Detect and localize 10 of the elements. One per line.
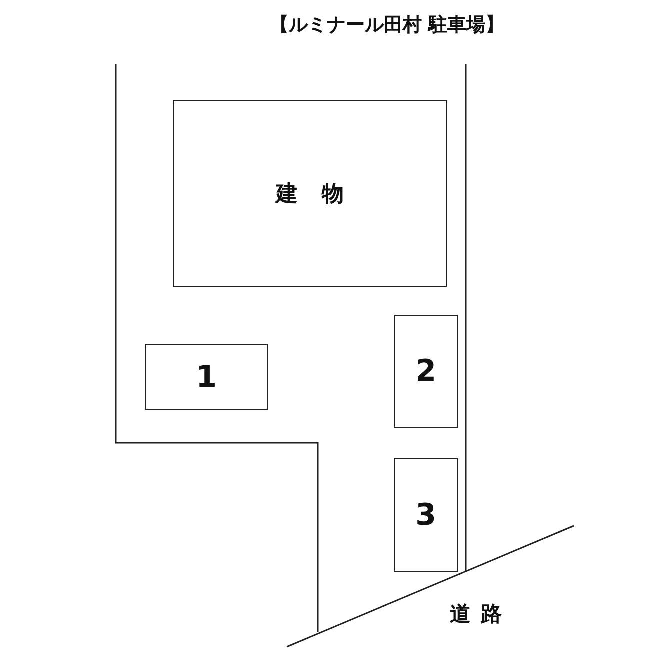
space-number: 3: [416, 498, 436, 532]
parking-space: [145, 344, 268, 410]
parking-space: [394, 315, 458, 428]
space-number: 2: [416, 354, 436, 389]
parking-space: [394, 458, 458, 572]
space-number: 1: [196, 360, 217, 394]
road-label: 道路: [450, 601, 512, 628]
building-label: 建物: [276, 180, 368, 208]
building-box: [173, 100, 447, 287]
title: 【ルミナール田村 駐車場】: [270, 13, 505, 38]
